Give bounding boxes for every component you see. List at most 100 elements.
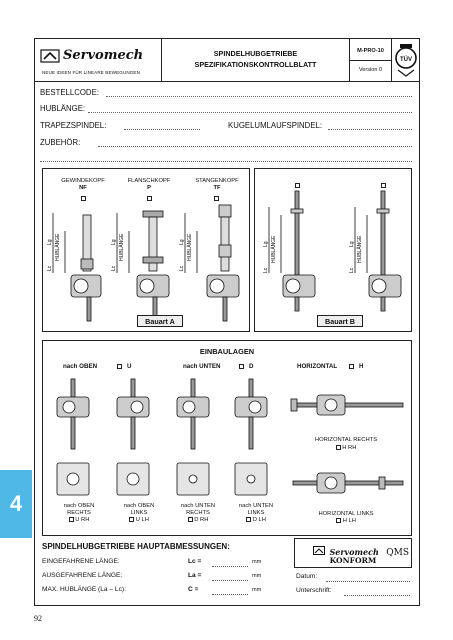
lc-field[interactable] <box>212 566 248 567</box>
qms-stamp: Servomech QMS KONFORM <box>294 538 412 568</box>
sheet-frame <box>34 38 420 606</box>
svg-text:Lg: Lg <box>47 239 53 245</box>
unten-rechts-checkbox[interactable] <box>187 517 193 522</box>
dimensions-title: SPINDELHUBGETRIEBE HAUPTABMESSUNGEN: <box>42 542 230 551</box>
doc-code-cell: M-PRO-10 Version 0 <box>350 38 392 81</box>
row1-label: EINGEFAHRENE LÄNGE: <box>42 558 120 565</box>
row2-symbol: La = <box>188 572 202 579</box>
sheet-header: Servomech NEUE IDEEN FÜR LINEARE BEWEGUN… <box>34 38 420 82</box>
page-number: 92 <box>34 614 42 623</box>
bestellcode-field[interactable] <box>106 96 412 97</box>
zubehoer-field-line-2[interactable] <box>40 161 412 162</box>
trapezspindel-field[interactable] <box>124 129 200 130</box>
gewindekopf-checkbox[interactable] <box>81 196 86 201</box>
svg-text:Lc: Lc <box>263 267 269 273</box>
qms-konform: KONFORM <box>329 556 377 565</box>
svg-text:HUBLÄNGE: HUBLÄNGE <box>270 235 277 263</box>
unterschrift-label: Unterschrift: <box>296 587 332 594</box>
svg-text:Lg: Lg <box>111 239 117 245</box>
servomech-logo-icon <box>40 49 60 63</box>
flanschkopf-checkbox[interactable] <box>147 196 152 201</box>
logo-text: Servomech <box>63 48 144 63</box>
row1-unit: mm <box>252 559 262 565</box>
unten-checkbox[interactable] <box>239 364 244 369</box>
tuv-badge-icon: TÜV <box>394 42 418 78</box>
row2-unit: mm <box>252 573 262 579</box>
svg-text:Lg: Lg <box>349 241 355 247</box>
svg-text:Lc: Lc <box>349 267 355 273</box>
hublaenge-field[interactable] <box>88 112 412 113</box>
oben-links-checkbox[interactable] <box>129 517 135 522</box>
svg-text:HUBLÄNGE: HUBLÄNGE <box>54 233 61 261</box>
hor-rechts-option: H RH <box>291 445 401 452</box>
svg-text:Lg: Lg <box>263 241 269 247</box>
datum-label: Datum: <box>296 573 318 580</box>
horizontal-label: HORIZONTAL <box>297 363 338 370</box>
horizontal-code: H <box>359 363 364 370</box>
svg-text:Lg: Lg <box>179 239 185 245</box>
kugelumlaufspindel-field[interactable] <box>328 129 412 130</box>
svg-text:HUBLÄNGE: HUBLÄNGE <box>186 233 193 261</box>
oben-checkbox[interactable] <box>117 364 122 369</box>
doc-code: M-PRO-10 <box>357 48 384 54</box>
einbaulagen-panel: EINBAULAGEN nach OBEN U nach UNTEN D HOR… <box>42 340 412 536</box>
title-cell: SPINDELHUBGETRIEBE SPEZIFIKATIONSKONTROL… <box>162 38 350 81</box>
hor-rechts-label: HORIZONTAL RECHTS <box>314 437 378 443</box>
logo: Servomech <box>40 48 156 64</box>
bauart-b-panel: Lg HUBLÄNGE Lc Lg HUBLÄNGE Lc Bauart B <box>254 168 412 332</box>
logo-subtitle: NEUE IDEEN FÜR LINEARE BEWEGUNGEN <box>42 70 140 75</box>
bauart-a-label: Bauart A <box>137 315 183 327</box>
row2-label: AUSGEFAHRENE LÄNGE: <box>42 572 123 579</box>
version: Version 0 <box>358 67 383 73</box>
unten-links-checkbox[interactable] <box>246 517 252 522</box>
tuv-text: TÜV <box>400 56 412 63</box>
svg-text:Lc: Lc <box>111 265 117 271</box>
horizontal-checkbox[interactable] <box>349 364 354 369</box>
servomech-small-logo-icon <box>313 546 325 556</box>
stangenkopf-checkbox[interactable] <box>214 196 219 201</box>
zubehoer-field[interactable] <box>98 146 412 147</box>
einbaulagen-title: EINBAULAGEN <box>199 347 255 356</box>
zubehoer-label: ZUBEHÖR: <box>40 138 81 147</box>
c-field[interactable] <box>212 594 248 595</box>
row3-symbol: C = <box>188 586 199 593</box>
trapezspindel-label: TRAPEZSPINDEL: <box>40 121 107 130</box>
datum-field[interactable] <box>326 581 410 582</box>
svg-text:Lc: Lc <box>179 265 185 271</box>
qms-logo: Servomech QMS <box>313 542 409 560</box>
unten-code: D <box>249 363 254 370</box>
oben-rechts-checkbox[interactable] <box>68 517 74 522</box>
bestellcode-label: BESTELLCODE: <box>40 88 99 97</box>
bauart-b-option-2-checkbox[interactable] <box>381 183 386 188</box>
logo-cell: Servomech NEUE IDEEN FÜR LINEARE BEWEGUN… <box>34 38 162 81</box>
svg-text:HUBLÄNGE: HUBLÄNGE <box>356 235 363 263</box>
oben-code: U <box>127 363 132 370</box>
bauart-a-drawing: Lg HUBLÄNGE Lc Lg HUBLÄNGE Lc Lg HUBLÄNG… <box>47 204 240 322</box>
hor-rechts-checkbox[interactable] <box>335 445 341 450</box>
kugelumlaufspindel-label: KUGELUMLAUFSPINDEL: <box>228 121 323 130</box>
bauart-b-drawing: Lg HUBLÄNGE Lc Lg HUBLÄNGE Lc <box>263 190 402 312</box>
oben-label: nach OBEN <box>63 363 98 370</box>
row1-symbol: Lc = <box>188 558 202 565</box>
bauart-b-label: Bauart B <box>317 315 363 327</box>
svg-text:Lc: Lc <box>47 265 53 271</box>
hor-links-checkbox[interactable] <box>336 518 342 523</box>
unterschrift-field[interactable] <box>344 595 410 596</box>
svg-text:HUBLÄNGE: HUBLÄNGE <box>118 233 125 261</box>
hor-links-label: HORIZONTAL LINKS H LH <box>318 511 374 525</box>
hublaenge-label: HUBLÄNGE: <box>40 104 86 113</box>
bauart-b-option-1-checkbox[interactable] <box>295 183 300 188</box>
la-field[interactable] <box>212 580 248 581</box>
unten-label: nach UNTEN <box>183 363 221 370</box>
title-line-2: SPEZIFIKATIONSKONTROLLBLATT <box>194 60 317 69</box>
row3-label: MAX. HUBLÄNGE (La – Lc): <box>42 586 126 593</box>
title-line-1: SPINDELHUBGETRIEBE <box>213 49 298 58</box>
